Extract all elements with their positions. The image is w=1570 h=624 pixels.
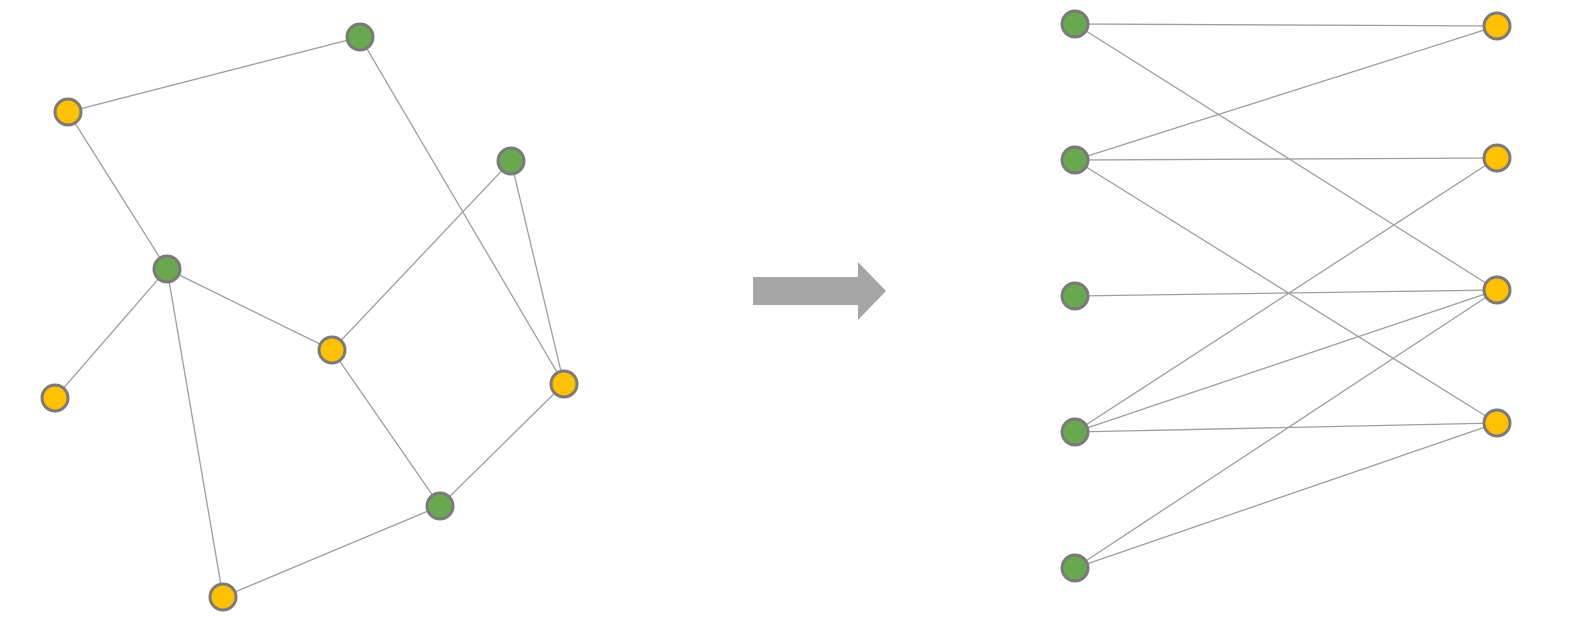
original-graph-nodes [40,22,579,612]
original-node-g3 [152,254,182,284]
bipartite-graph-nodes [1060,9,1512,583]
original-node-y3 [549,369,579,399]
bipartite-graph [1060,9,1512,583]
original-node-g4 [425,491,455,521]
bipartite-graph-edges [1074,23,1498,569]
original-node-y4 [40,383,70,413]
bipartite-node-g3 [1060,281,1090,311]
original-node-y5 [208,582,238,612]
original-edge-y2-g4 [331,349,441,507]
bipartite-edge-g5-y4 [1074,422,1498,569]
bipartite-node-g4 [1060,417,1090,447]
bipartite-edge-g4-y3 [1074,289,1498,433]
original-edge-g2-y2 [331,160,512,351]
bipartite-edge-g3-y3 [1074,289,1498,297]
bipartite-edge-g4-y2 [1074,157,1498,433]
bipartite-node-y4 [1482,408,1512,438]
original-edge-g3-y2 [166,268,333,351]
original-edge-g3-y4 [54,268,168,399]
original-node-y1 [53,97,83,127]
bipartite-edge-g4-y4 [1074,422,1498,433]
original-edge-y1-g1 [67,36,361,113]
original-edge-y1-g3 [67,111,168,270]
original-node-g2 [496,146,526,176]
original-edge-g4-y5 [222,505,441,598]
bipartite-node-g2 [1060,145,1090,175]
bipartite-edge-g5-y3 [1074,289,1498,569]
bipartite-node-y1 [1482,11,1512,41]
bipartite-edge-g1-y3 [1074,23,1498,291]
original-graph-edges [54,36,565,598]
original-node-y2 [317,335,347,365]
right-arrow-icon [753,262,886,320]
bipartite-edge-g2-y4 [1074,159,1498,424]
bipartite-node-g5 [1060,553,1090,583]
original-edge-g2-y3 [510,160,565,385]
bipartite-node-y3 [1482,275,1512,305]
original-node-g1 [345,22,375,52]
bipartite-node-g1 [1060,9,1090,39]
bipartite-edge-g2-y2 [1074,157,1498,161]
original-edge-y3-g4 [439,383,565,507]
bipartite-edge-g1-y1 [1074,23,1498,27]
bipartite-edge-g2-y1 [1074,25,1498,161]
original-edge-g3-y5 [166,268,224,598]
original-graph [40,22,579,612]
original-edge-g1-y3 [359,36,565,385]
bipartite-node-y2 [1482,143,1512,173]
